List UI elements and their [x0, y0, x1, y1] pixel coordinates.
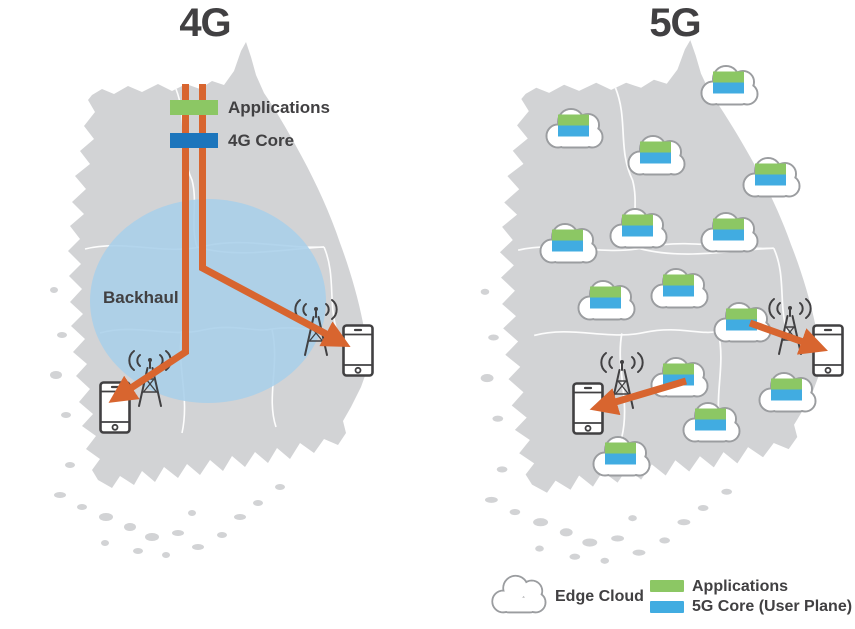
legend-core-label: 5G Core (User Plane): [692, 598, 853, 615]
smartphone-icon: [342, 324, 374, 377]
applications-bar-4g: [170, 100, 218, 115]
core-label-4g: 4G Core: [228, 131, 295, 150]
smartphone-icon: [812, 324, 844, 377]
smartphone-icon: [572, 382, 604, 435]
edge-cloud-icon: [702, 66, 758, 105]
edge-cloud-icon: [744, 158, 800, 197]
edge-link-arrow-left: [589, 377, 687, 416]
edge-cloud-icon: [629, 136, 685, 175]
backhaul-label: Backhaul: [103, 288, 179, 307]
edge-cloud-icon: [760, 373, 816, 412]
smartphone-icon: [99, 381, 131, 434]
edge-cloud-icon: [652, 269, 708, 308]
edge-cloud-icon: [611, 209, 667, 248]
legend-applications-label: Applications: [692, 578, 789, 595]
title-5g: 5G: [649, 1, 701, 45]
edge-cloud-legend-icon: [492, 576, 545, 613]
backhaul-link-arrow-left: [108, 84, 189, 403]
title-4g: 4G: [179, 1, 231, 45]
legend-edge-cloud-label: Edge Cloud: [555, 588, 644, 605]
edge-cloud-icon: [579, 281, 635, 320]
legend-applications-swatch: [650, 580, 684, 592]
edge-cloud-icon: [541, 224, 597, 263]
edge-cloud-icon: [594, 437, 650, 476]
applications-label-4g: Applications: [228, 98, 331, 117]
edge-cloud-icon: [702, 213, 758, 252]
edge-cloud-icon: [547, 109, 603, 148]
backhaul-coverage-circle: [90, 199, 326, 403]
core-bar-4g: [170, 133, 218, 148]
edge-cloud-icon: [715, 303, 771, 342]
legend-core-swatch: [650, 601, 684, 613]
edge-link-arrow-right: [748, 319, 828, 355]
edge-cloud-icon: [684, 403, 740, 442]
